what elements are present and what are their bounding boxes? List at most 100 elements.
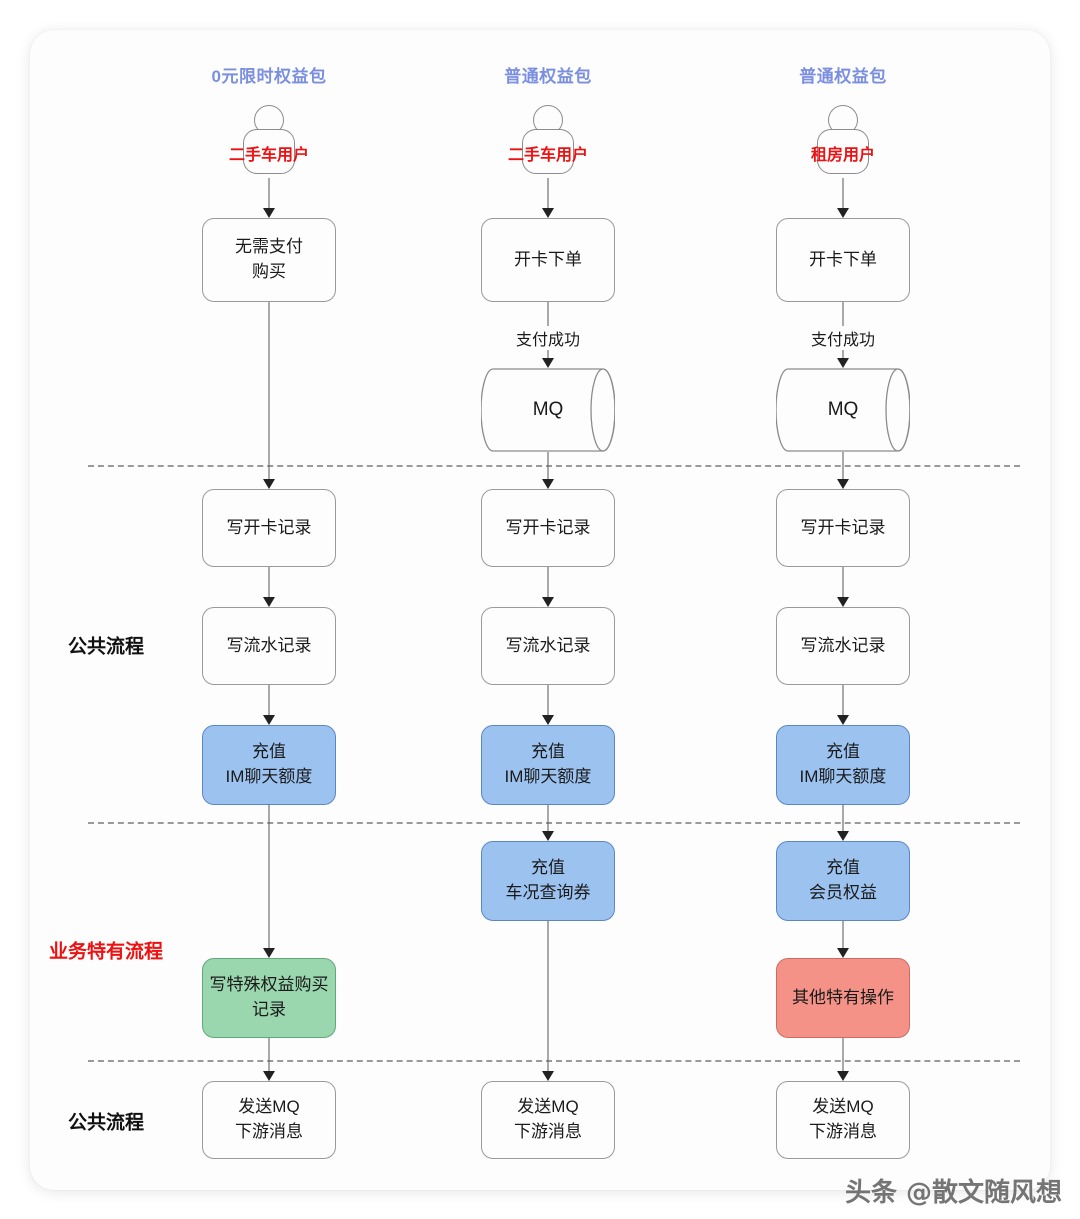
write-flow-record: 写流水记录 (202, 607, 336, 685)
write-flow-record: 写流水记录 (776, 607, 910, 685)
band-separator-1 (88, 465, 1020, 467)
node-label-line: 车况查询券 (505, 883, 591, 902)
node-label-line: 下游消息 (235, 1122, 303, 1141)
send-mq-downstream: 发送MQ 下游消息 (202, 1081, 336, 1159)
connector-col-2-5-to-6 (547, 921, 549, 1071)
recharge-im-quota: 充值 IM聊天额度 (202, 725, 336, 805)
node-label-line: 记录 (252, 1000, 286, 1019)
node-label-line: 写流水记录 (800, 635, 886, 655)
band-label-3: 公共流程 (67, 1112, 145, 1134)
node-label-line: IM聊天额度 (504, 767, 592, 786)
connector-col-3-3-to-4 (842, 685, 844, 715)
edge-label-2: 支付成功 (804, 326, 882, 350)
connector-col-1-3-to-4 (268, 805, 270, 948)
open-card-order: 开卡下单 (776, 218, 910, 302)
node-label-line: 下游消息 (514, 1122, 582, 1141)
column-header-2: 普通权益包 (504, 67, 592, 86)
arrowhead-col-2-4-to-5 (542, 831, 554, 841)
open-card-order: 开卡下单 (481, 218, 615, 302)
connector-col-2-4-to-5 (547, 805, 549, 831)
band-separator-3 (88, 1060, 1020, 1062)
arrowhead-col-3-actor-to-0 (837, 208, 849, 218)
connector-col-1-1-to-2 (268, 567, 270, 597)
column-header-1: 0元限时权益包 (211, 67, 327, 86)
actor-label: 二手车用户 (228, 147, 310, 164)
node-label-line: 会员权益 (809, 883, 877, 902)
arrowhead-col-1-actor-to-0 (263, 208, 275, 218)
arrowhead-col-1-2-to-3 (263, 715, 275, 725)
actor-1: 二手车用户 (229, 105, 309, 177)
person-body-icon (243, 129, 295, 174)
arrowhead-col-2-5-to-6 (542, 1071, 554, 1081)
recharge-im-quota: 充值 IM聊天额度 (481, 725, 615, 805)
node-label-line: 发送MQ (238, 1097, 300, 1117)
band-label-2: 业务特有流程 (48, 941, 164, 963)
connector-col-2-3-to-4 (547, 685, 549, 715)
arrowhead-col-3-3-to-4 (837, 715, 849, 725)
node-label-line: IM聊天额度 (225, 767, 313, 786)
arrowhead-col-3-2-to-3 (837, 597, 849, 607)
node-label: MQ (532, 399, 564, 420)
actor-label: 二手车用户 (507, 147, 589, 164)
node-label-line: 充值 (826, 858, 860, 878)
column-header-3: 普通权益包 (799, 67, 887, 86)
watermark: 头条 @散文随风想 (844, 1178, 1062, 1208)
arrowhead-col-1-0-to-1 (263, 479, 275, 489)
node-label-line: 写流水记录 (505, 635, 591, 655)
connector-col-2-2-to-3 (547, 567, 549, 597)
node-label-line: 充值 (531, 742, 565, 762)
node-label-line: 写开卡记录 (800, 517, 886, 537)
connector-col-1-4-to-5 (268, 1038, 270, 1071)
arrowhead-col-1-4-to-5 (263, 1071, 275, 1081)
recharge-member-rights: 充值会员权益 (776, 841, 910, 921)
recharge-car-coupon: 充值车况查询券 (481, 841, 615, 921)
connector-col-3-4-to-5 (842, 805, 844, 831)
node-label-line: 开卡下单 (809, 249, 877, 269)
node-label-line: 写开卡记录 (505, 517, 591, 537)
connector-col-1-0-to-1 (268, 302, 270, 479)
arrowhead-col-3-5-to-6 (837, 948, 849, 958)
actor-2: 二手车用户 (508, 105, 588, 177)
person-body-icon (817, 129, 869, 174)
node-label-line: 发送MQ (812, 1097, 874, 1117)
arrowhead-col-1-3-to-4 (263, 948, 275, 958)
connector-col-3-2-to-3 (842, 567, 844, 597)
node-label-line: 充值 (531, 858, 565, 878)
arrowhead-col-3-4-to-5 (837, 831, 849, 841)
node-label-line: 发送MQ (517, 1097, 579, 1117)
node-label-line: IM聊天额度 (799, 767, 887, 786)
mq-queue: MQ (776, 368, 910, 452)
mq-queue: MQ (481, 368, 615, 452)
arrowhead-col-2-2-to-3 (542, 597, 554, 607)
node-label-line: 写特殊权益购买 (209, 975, 329, 995)
connector-col-3-actor-to-0 (842, 178, 844, 208)
node-label-line: 充值 (252, 742, 286, 762)
connector-col-2-1-to-2 (547, 452, 549, 479)
arrowhead-col-3-6-to-7 (837, 1071, 849, 1081)
arrowhead-col-2-3-to-4 (542, 715, 554, 725)
connector-col-3-1-to-2 (842, 452, 844, 479)
band-separator-2 (88, 822, 1020, 824)
connector-col-1-actor-to-0 (268, 178, 270, 208)
write-flow-record: 写流水记录 (481, 607, 615, 685)
node-label-line: 写流水记录 (226, 635, 312, 655)
person-body-icon (522, 129, 574, 174)
no-payment-purchase: 无需支付购买 (202, 218, 336, 302)
node-label-line: 写开卡记录 (226, 517, 312, 537)
node-label-line: 下游消息 (809, 1122, 877, 1141)
arrowhead-col-2-1-to-2 (542, 479, 554, 489)
connector-col-2-actor-to-0 (547, 178, 549, 208)
write-card-record: 写开卡记录 (202, 489, 336, 567)
node-label-line: 其他特有操作 (792, 987, 894, 1007)
recharge-im-quota: 充值 IM聊天额度 (776, 725, 910, 805)
write-card-record: 写开卡记录 (776, 489, 910, 567)
node-label-line: 开卡下单 (514, 249, 582, 269)
node-label-line: 购买 (252, 262, 286, 281)
node-label-line: 充值 (826, 742, 860, 762)
send-mq-downstream: 发送MQ 下游消息 (776, 1081, 910, 1159)
node-label: MQ (827, 399, 859, 420)
connector-col-3-5-to-6 (842, 921, 844, 948)
arrowhead-col-1-1-to-2 (263, 597, 275, 607)
other-special-ops: 其他特有操作 (776, 958, 910, 1038)
